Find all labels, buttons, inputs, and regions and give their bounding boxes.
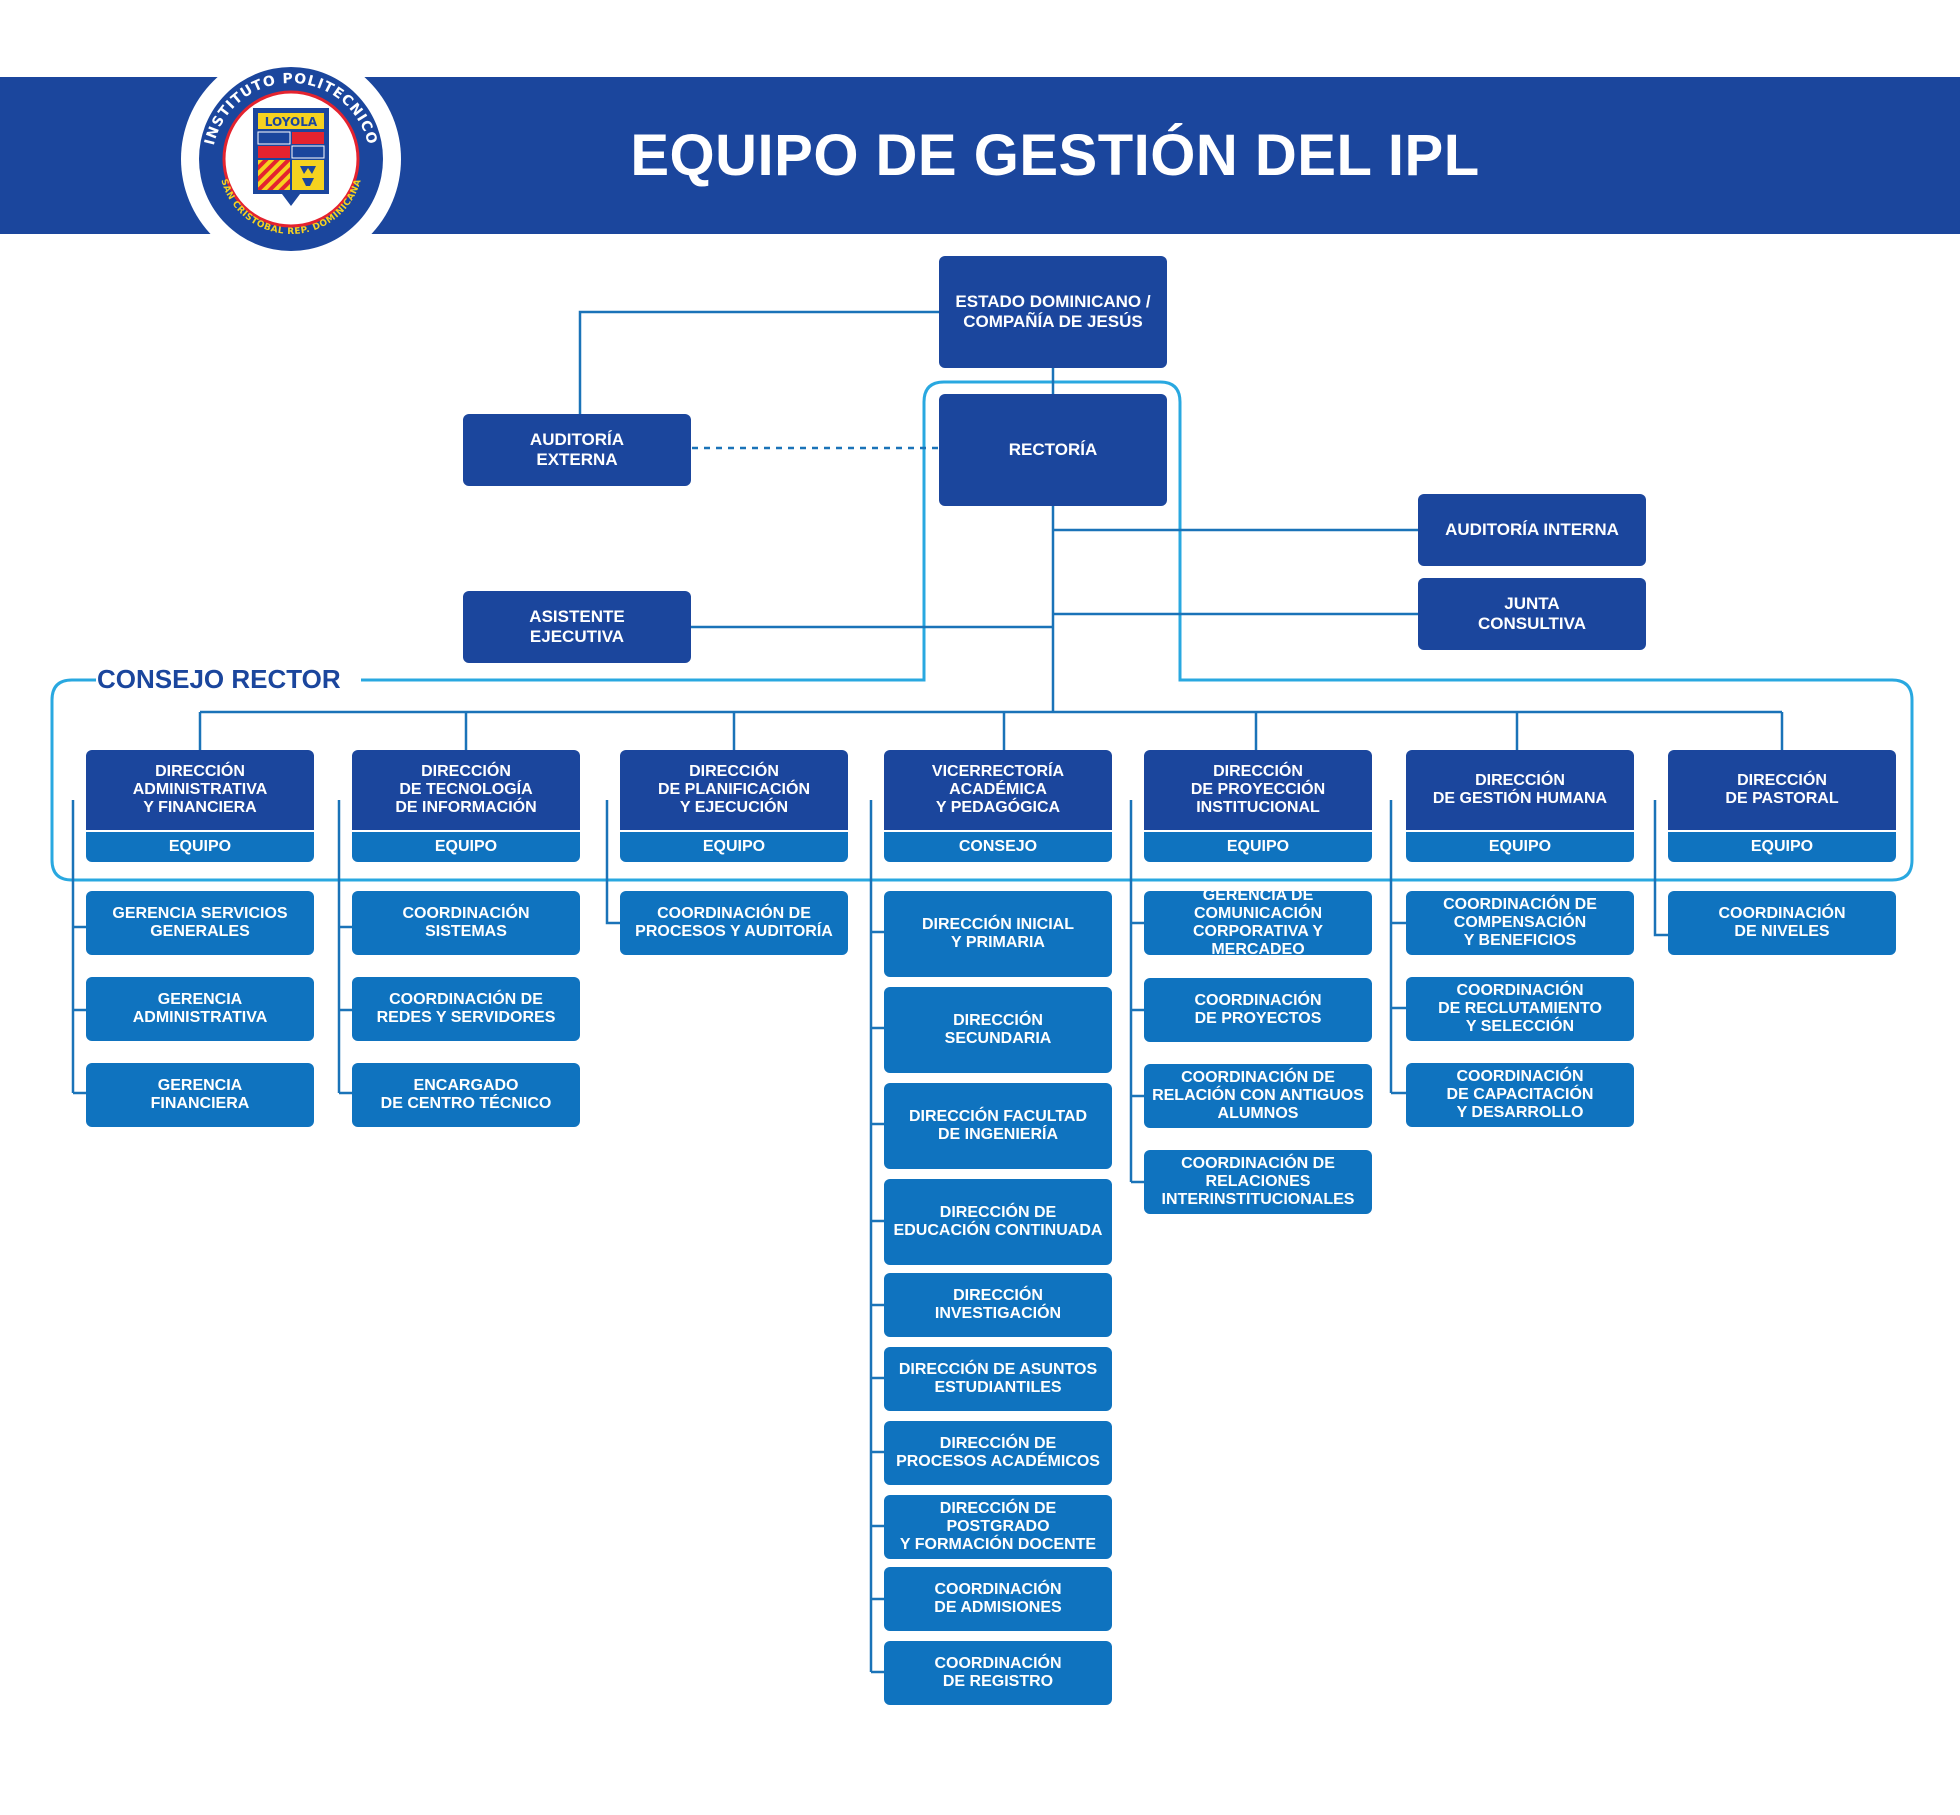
department-head: DIRECCIÓN DE PLANIFICACIÓN Y EJECUCIÓN <box>620 750 848 830</box>
box-estado: ESTADO DOMINICANO / COMPAÑÍA DE JESÚS <box>939 256 1167 368</box>
unit-box: GERENCIA DE COMUNICACIÓN CORPORATIVA Y M… <box>1144 887 1372 958</box>
unit-box: DIRECCIÓN INICIAL Y PRIMARIA <box>884 891 1112 977</box>
department-team: EQUIPO <box>352 832 580 862</box>
department-head: VICERRECTORÍA ACADÉMICA Y PEDAGÓGICA <box>884 750 1112 830</box>
unit-box: ENCARGADO DE CENTRO TÉCNICO <box>352 1063 580 1127</box>
unit-box: DIRECCIÓN DE EDUCACIÓN CONTINUADA <box>884 1179 1112 1265</box>
page-title: EQUIPO DE GESTIÓN DEL IPL <box>630 123 1480 188</box>
department-team: EQUIPO <box>86 832 314 862</box>
department-team: EQUIPO <box>620 832 848 862</box>
unit-box: COORDINACIÓN DE NIVELES <box>1668 891 1896 955</box>
unit-box: DIRECCIÓN FACULTAD DE INGENIERÍA <box>884 1083 1112 1169</box>
box-asistente-ejecutiva: ASISTENTE EJECUTIVA <box>463 591 691 663</box>
department-head: DIRECCIÓN ADMINISTRATIVA Y FINANCIERA <box>86 750 314 830</box>
department-team: EQUIPO <box>1144 832 1372 862</box>
unit-box: COORDINACIÓN DE RELACIÓN CON ANTIGUOS AL… <box>1144 1064 1372 1128</box>
ipl-logo: INSTITUTO POLITECNICO SAN CRISTOBAL REP.… <box>181 62 401 252</box>
box-rectoria: RECTORÍA <box>939 394 1167 506</box>
unit-box: GERENCIA SERVICIOS GENERALES <box>86 891 314 955</box>
box-junta-consultiva: JUNTA CONSULTIVA <box>1418 578 1646 650</box>
department-head: DIRECCIÓN DE PASTORAL <box>1668 750 1896 830</box>
unit-box: COORDINACIÓN SISTEMAS <box>352 891 580 955</box>
unit-box: COORDINACIÓN DE REGISTRO <box>884 1641 1112 1705</box>
council-label: CONSEJO RECTOR <box>97 662 349 696</box>
unit-box: DIRECCIÓN DE PROCESOS ACADÉMICOS <box>884 1421 1112 1485</box>
unit-box: COORDINACIÓN DE ADMISIONES <box>884 1567 1112 1631</box>
box-auditoria-externa: AUDITORÍA EXTERNA <box>463 414 691 486</box>
unit-box: DIRECCIÓN DE ASUNTOS ESTUDIANTILES <box>884 1347 1112 1411</box>
department-head: DIRECCIÓN DE PROYECCIÓN INSTITUCIONAL <box>1144 750 1372 830</box>
unit-box: COORDINACIÓN DE RELACIONES INTERINSTITUC… <box>1144 1150 1372 1214</box>
unit-box: DIRECCIÓN INVESTIGACIÓN <box>884 1273 1112 1337</box>
unit-box: COORDINACIÓN DE PROYECTOS <box>1144 978 1372 1042</box>
unit-box: COORDINACIÓN DE COMPENSACIÓN Y BENEFICIO… <box>1406 891 1634 955</box>
department-team: CONSEJO <box>884 832 1112 862</box>
tree-connectors <box>71 310 1784 1674</box>
box-auditoria-interna: AUDITORÍA INTERNA <box>1418 494 1646 566</box>
svg-text:LOYOLA: LOYOLA <box>265 115 318 129</box>
department-head: DIRECCIÓN DE GESTIÓN HUMANA <box>1406 750 1634 830</box>
shield-icon: LOYOLA <box>253 108 329 206</box>
unit-box: GERENCIA FINANCIERA <box>86 1063 314 1127</box>
department-team: EQUIPO <box>1668 832 1896 862</box>
council-outline <box>50 380 1914 882</box>
unit-box: DIRECCIÓN SECUNDARIA <box>884 987 1112 1073</box>
department-head: DIRECCIÓN DE TECNOLOGÍA DE INFORMACIÓN <box>352 750 580 830</box>
unit-box: COORDINACIÓN DE CAPACITACIÓN Y DESARROLL… <box>1406 1063 1634 1127</box>
department-team: EQUIPO <box>1406 832 1634 862</box>
unit-box: DIRECCIÓN DE POSTGRADO Y FORMACIÓN DOCEN… <box>884 1495 1112 1559</box>
unit-box: GERENCIA ADMINISTRATIVA <box>86 977 314 1041</box>
unit-box: COORDINACIÓN DE PROCESOS Y AUDITORÍA <box>620 891 848 955</box>
unit-box: COORDINACIÓN DE REDES Y SERVIDORES <box>352 977 580 1041</box>
unit-box: COORDINACIÓN DE RECLUTAMIENTO Y SELECCIÓ… <box>1406 977 1634 1041</box>
